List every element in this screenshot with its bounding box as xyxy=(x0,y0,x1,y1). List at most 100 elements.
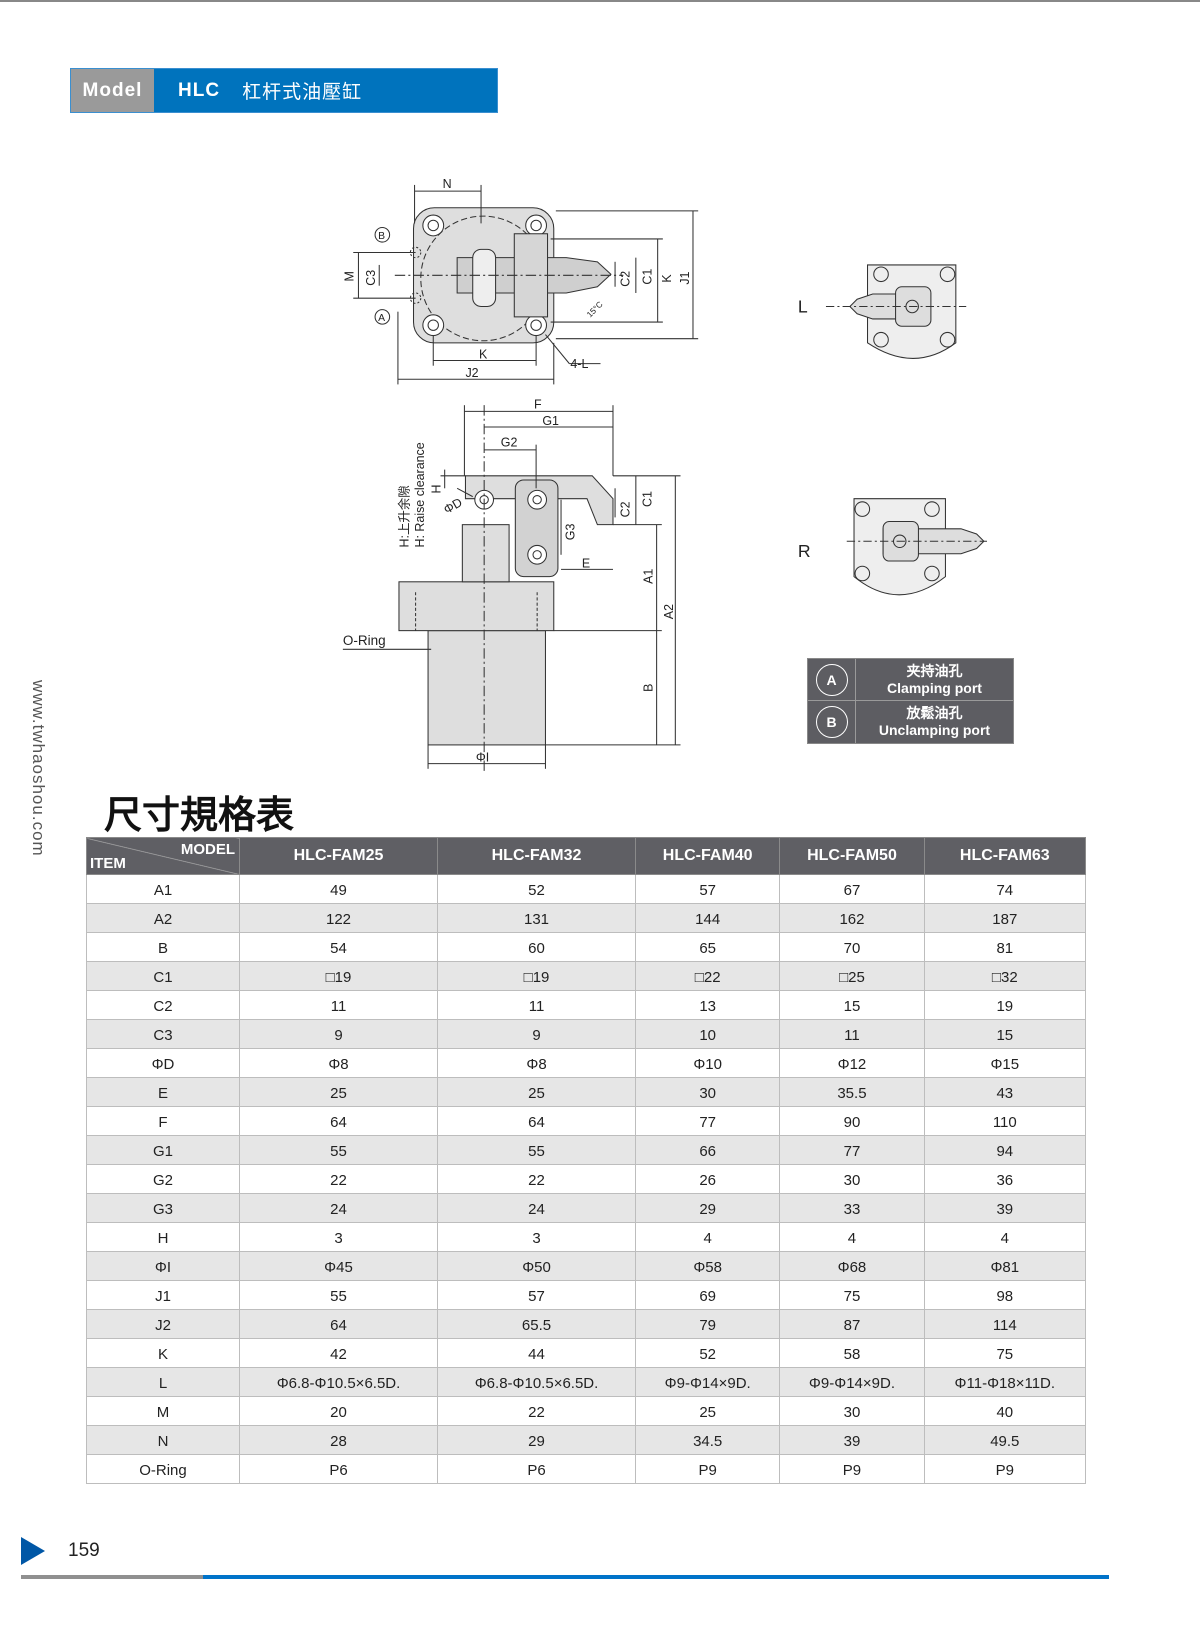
model-label: Model xyxy=(71,69,154,112)
column-header: HLC-FAM63 xyxy=(923,837,1087,875)
item-cell: B xyxy=(86,932,240,962)
value-cell: 10 xyxy=(635,1019,781,1049)
value-cell: 24 xyxy=(437,1193,637,1223)
value-cell: 187 xyxy=(923,903,1087,933)
value-cell: 25 xyxy=(238,1077,439,1107)
dim-k: K xyxy=(660,274,674,283)
dim-g2: G2 xyxy=(501,436,518,450)
value-cell: 55 xyxy=(437,1135,637,1165)
value-cell: 65 xyxy=(635,932,781,962)
item-cell: G2 xyxy=(86,1164,240,1194)
value-cell: 49.5 xyxy=(923,1425,1087,1455)
value-cell: 67 xyxy=(779,874,925,904)
value-cell: Φ58 xyxy=(635,1251,781,1281)
value-cell: 39 xyxy=(779,1425,925,1455)
value-cell: 66 xyxy=(635,1135,781,1165)
value-cell: 4 xyxy=(779,1222,925,1252)
port-a-label: A xyxy=(378,313,385,324)
footer-rule-blue xyxy=(203,1575,1109,1579)
value-cell: Φ6.8-Φ10.5×6.5D. xyxy=(238,1367,439,1397)
value-cell: Φ50 xyxy=(437,1251,637,1281)
raise-clearance-en: H: Raise clearance xyxy=(413,442,427,547)
value-cell: 69 xyxy=(635,1280,781,1310)
value-cell: 11 xyxy=(779,1019,925,1049)
value-cell: 52 xyxy=(437,874,637,904)
value-cell: 162 xyxy=(779,903,925,933)
value-cell: Φ12 xyxy=(779,1048,925,1078)
value-cell: 24 xyxy=(238,1193,439,1223)
value-cell: 43 xyxy=(923,1077,1087,1107)
value-cell: 110 xyxy=(923,1106,1087,1136)
value-cell: 122 xyxy=(238,903,439,933)
dim-c1: C1 xyxy=(640,269,654,285)
value-cell: P6 xyxy=(238,1454,439,1484)
dim-b: B xyxy=(641,684,655,692)
item-cell: F xyxy=(86,1106,240,1136)
value-cell: 52 xyxy=(635,1338,781,1368)
value-cell: 35.5 xyxy=(779,1077,925,1107)
item-cell: L xyxy=(86,1367,240,1397)
value-cell: 90 xyxy=(779,1106,925,1136)
dim-h: H xyxy=(430,484,444,493)
value-cell: 19 xyxy=(923,990,1087,1020)
value-cell: □22 xyxy=(635,961,781,991)
item-cell: C3 xyxy=(86,1019,240,1049)
value-cell: P6 xyxy=(437,1454,637,1484)
value-cell: 4 xyxy=(923,1222,1087,1252)
value-cell: 30 xyxy=(779,1164,925,1194)
item-cell: A1 xyxy=(86,874,240,904)
item-cell: H xyxy=(86,1222,240,1252)
model-name: 杠杆式油壓缸 xyxy=(242,82,363,103)
dim-e: E xyxy=(582,556,590,570)
value-cell: 11 xyxy=(437,990,637,1020)
model-code: HLC xyxy=(178,79,221,101)
value-cell: □25 xyxy=(779,961,925,991)
value-cell: 36 xyxy=(923,1164,1087,1194)
value-cell: 26 xyxy=(635,1164,781,1194)
value-cell: 4 xyxy=(635,1222,781,1252)
value-cell: 74 xyxy=(923,874,1087,904)
value-cell: 42 xyxy=(238,1338,439,1368)
value-cell: 64 xyxy=(238,1309,439,1339)
value-cell: 87 xyxy=(779,1309,925,1339)
value-cell: □19 xyxy=(437,961,637,991)
value-cell: Φ8 xyxy=(238,1048,439,1078)
value-cell: P9 xyxy=(635,1454,781,1484)
dim-j1: J1 xyxy=(678,271,692,284)
value-cell: 58 xyxy=(779,1338,925,1368)
value-cell: 55 xyxy=(238,1280,439,1310)
value-cell: 3 xyxy=(238,1222,439,1252)
value-cell: 34.5 xyxy=(635,1425,781,1455)
value-cell: 57 xyxy=(635,874,781,904)
value-cell: □19 xyxy=(238,961,439,991)
item-cell: A2 xyxy=(86,903,240,933)
dim-g3: G3 xyxy=(564,524,578,541)
dim-m: M xyxy=(342,271,356,281)
value-cell: 3 xyxy=(437,1222,637,1252)
value-cell: 22 xyxy=(437,1164,637,1194)
dim-c2: C2 xyxy=(619,271,633,287)
item-cell: J1 xyxy=(86,1280,240,1310)
value-cell: 65.5 xyxy=(437,1309,637,1339)
dim-d: ΦD xyxy=(441,495,464,517)
value-cell: 15 xyxy=(779,990,925,1020)
value-cell: 60 xyxy=(437,932,637,962)
value-cell: 49 xyxy=(238,874,439,904)
website-url: www.twhaoshou.com xyxy=(29,680,48,857)
value-cell: 28 xyxy=(238,1425,439,1455)
